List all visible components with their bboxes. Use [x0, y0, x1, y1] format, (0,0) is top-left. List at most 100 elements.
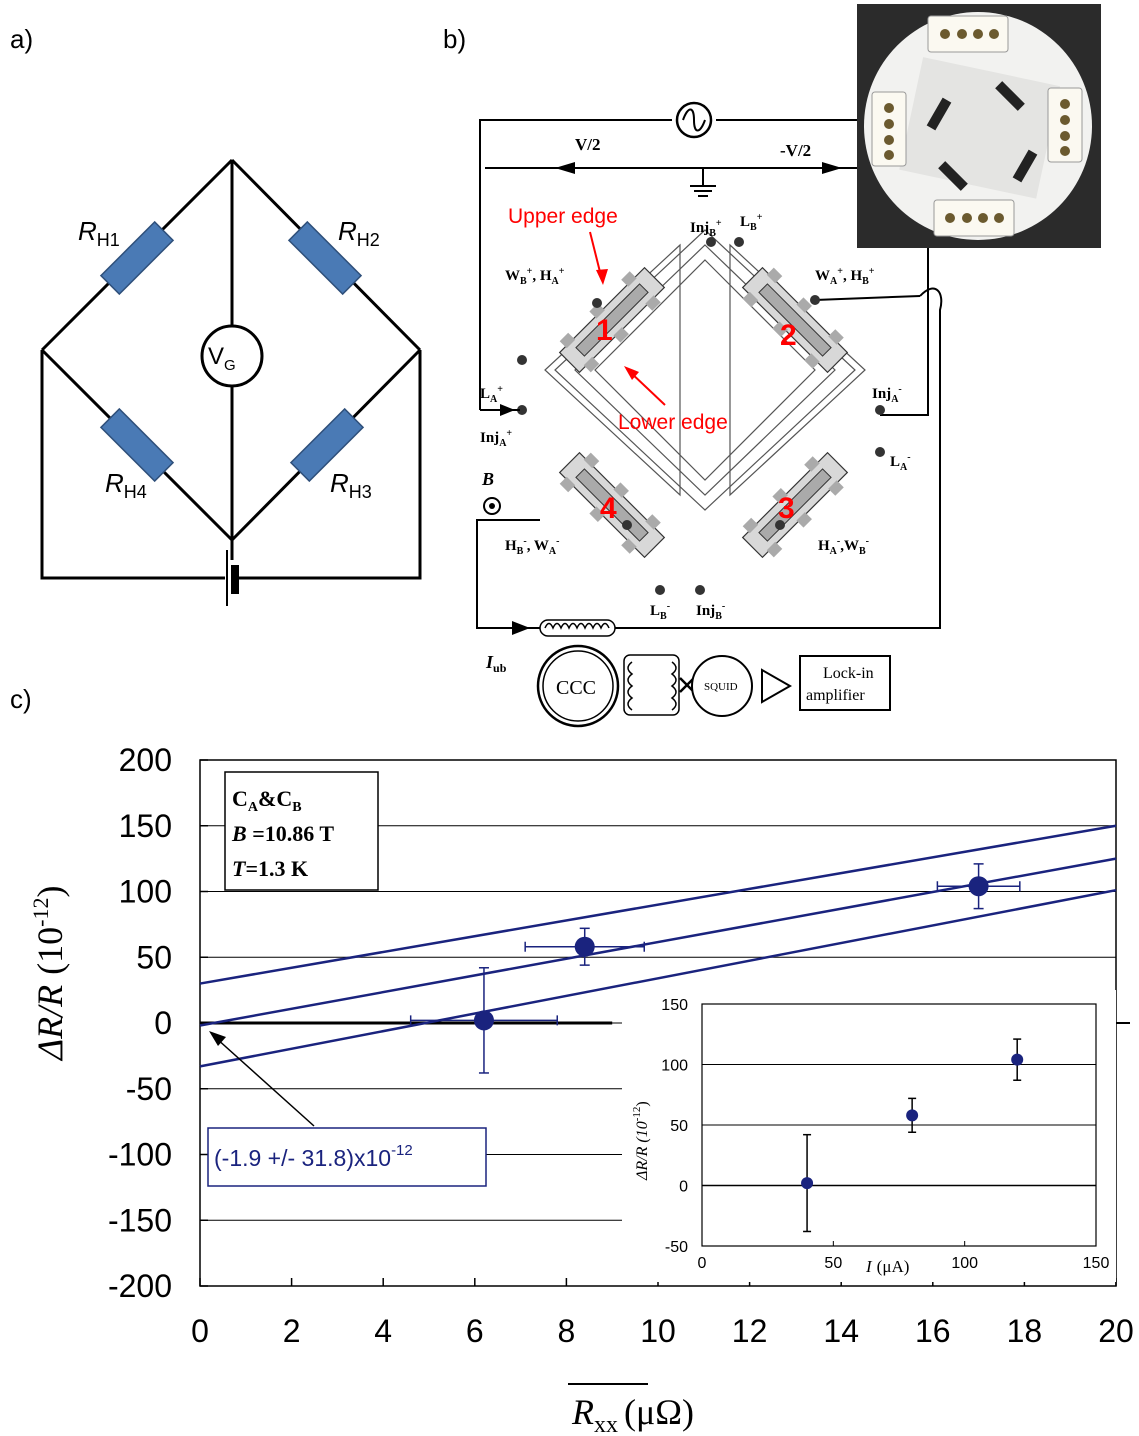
hall-bar-1	[558, 266, 666, 374]
inset-y-tick-label: 100	[661, 1058, 688, 1075]
intercept-arrowhead-icon	[209, 1031, 226, 1046]
ccc-label: CCC	[556, 677, 596, 699]
main-x-tick-label: 12	[732, 1313, 768, 1349]
inset-gridlines	[702, 1064, 1096, 1187]
terminal-wb-ha-plus: WB+, HA+	[505, 266, 565, 287]
ccc-ring: CCC	[536, 644, 620, 728]
main-x-tick-label: 6	[466, 1313, 484, 1349]
inset-y-tick-label: 0	[679, 1179, 688, 1196]
upper-edge-arrowhead-icon	[596, 269, 608, 285]
resistor-rh2	[287, 220, 363, 296]
inset-x-axis-title: I(μA)	[865, 1257, 909, 1276]
panel-b: b) V/2 -V/2	[443, 4, 1101, 728]
arrow-left-icon	[555, 162, 575, 174]
rh4-label: RH4	[105, 468, 147, 502]
intercept-value: (-1.9 +/- 31.8)x10-12	[214, 1142, 413, 1171]
main-x-tick-label: 16	[915, 1313, 951, 1349]
squid-label: SQUID	[704, 681, 738, 693]
inset-x-tick-label: 0	[698, 1255, 707, 1272]
amplifier-triangle-icon	[761, 668, 793, 704]
main-y-tick-label: 150	[119, 808, 172, 844]
ccc-winding-coil-icon	[539, 619, 616, 637]
field-b-label: B	[481, 469, 494, 489]
terminal-lb-plus: LB+	[740, 212, 763, 233]
ground-icon	[690, 168, 716, 197]
inset-data-point	[1011, 1053, 1024, 1066]
terminal-wa-hb-plus: WA+, HB+	[815, 266, 875, 287]
terminal-injb-minus: InjB-	[696, 601, 725, 622]
terminal-ha-wb-minus: HA-,WB-	[818, 536, 869, 557]
inset-points	[801, 1038, 1024, 1233]
terminal-inja-minus: InjA-	[872, 384, 902, 405]
resistor-rh3	[289, 407, 365, 483]
rh3-label: RH3	[330, 468, 372, 502]
lower-edge-arrowhead-icon	[624, 366, 639, 380]
main-chart-axes	[199, 759, 1130, 1287]
lock-in-box: Lock-in amplifier	[799, 655, 891, 711]
sample-number-2: 2	[780, 319, 797, 352]
panel-c-label: c)	[10, 684, 32, 714]
panel-a-label: a)	[10, 24, 33, 54]
main-y-tick-label: 200	[119, 742, 172, 778]
squid-ring: SQUID	[691, 655, 753, 717]
main-x-tick-label: 0	[191, 1313, 209, 1349]
terminal-injb-plus: InjB+	[690, 218, 722, 239]
arrow-right-icon	[822, 162, 842, 174]
voltage-half-label: V/2	[575, 135, 601, 154]
main-x-tick-label: 2	[283, 1313, 301, 1349]
iub-arrow-icon	[512, 621, 530, 635]
main-y-tick-label: 0	[154, 1005, 172, 1041]
inset-x-tick-label: 150	[1083, 1255, 1110, 1272]
rh1-label: RH1	[78, 216, 120, 250]
main-y-tick-label: 100	[119, 874, 172, 910]
main-y-tick-label: -50	[126, 1071, 172, 1107]
main-x-tick-label: 8	[558, 1313, 576, 1349]
legend-line-3: T=1.3 K	[232, 856, 308, 881]
inset-y-tick-label: 150	[661, 997, 688, 1014]
terminal-lb-minus: LB-	[650, 601, 670, 622]
data-point	[574, 936, 595, 957]
panel-b-label: b)	[443, 24, 466, 54]
terminal-la-minus: LA-	[890, 452, 911, 473]
main-x-tick-label: 14	[823, 1313, 859, 1349]
fit-line	[199, 888, 1117, 1068]
iub-label: Iub	[485, 652, 507, 675]
main-y-tick-label: -150	[108, 1202, 172, 1238]
main-x-tick-label: 20	[1098, 1313, 1134, 1349]
inset-y-tick-label: 50	[670, 1118, 688, 1135]
battery-symbol	[226, 550, 239, 606]
svg-text:Rxx(μΩ): Rxx(μΩ)	[571, 1392, 694, 1436]
resistor-rh1	[99, 220, 175, 296]
data-point	[968, 876, 989, 897]
rh2-label: RH2	[338, 216, 380, 250]
inset-chart	[622, 990, 1116, 1282]
lock-in-line2: amplifier	[806, 687, 865, 704]
main-y-tick-label: -100	[108, 1137, 172, 1173]
terminal-la-plus: LA+	[480, 384, 503, 405]
data-point	[473, 1010, 494, 1031]
legend-line-2: B =10.86 T	[231, 821, 334, 846]
legend-line-1: CA&CB	[232, 786, 302, 815]
svg-text:VG: VG	[208, 343, 236, 374]
main-x-axis-title: Rxx(μΩ)	[568, 1383, 694, 1436]
main-x-tick-label: 18	[1007, 1313, 1043, 1349]
inset-data-point	[906, 1109, 919, 1122]
resistor-rh4	[99, 407, 175, 483]
conditions-legend: CA&CB B =10.86 T T=1.3 K	[224, 771, 379, 891]
inset-y-tick-label: -50	[665, 1239, 688, 1256]
sample-number-3: 3	[778, 492, 795, 525]
terminal-inja-plus: InjA+	[480, 428, 512, 449]
main-chart-points	[409, 863, 1021, 1074]
inset-axes	[701, 1003, 1097, 1247]
intercept-annotation: (-1.9 +/- 31.8)x10-12	[207, 1031, 487, 1187]
terminal-hb-wa-minus: HB-, WA-	[505, 536, 560, 557]
inset-data-point	[801, 1177, 814, 1190]
sample-holder-photo	[857, 4, 1101, 248]
main-y-tick-label: -200	[108, 1268, 172, 1304]
main-y-tick-label: 50	[136, 939, 172, 975]
inset-x-tick-label: 50	[824, 1255, 842, 1272]
voltage-neg-half-label: -V/2	[780, 141, 811, 160]
